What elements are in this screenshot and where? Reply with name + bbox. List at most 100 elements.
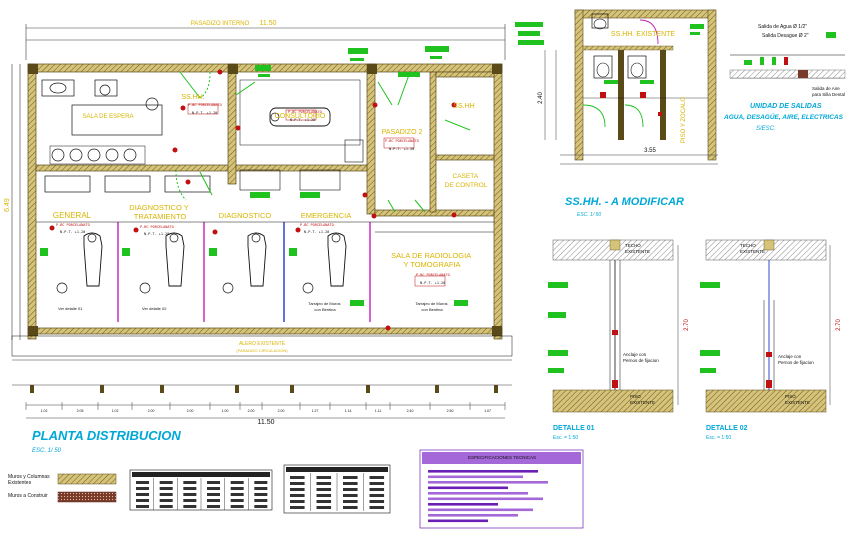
room-consultorio: CONSULTORIO [275,113,326,120]
dental-chair-4 [302,232,347,294]
tarrajeo-1-line1: Tarrajeo de Muros [308,301,340,306]
table-cell-bar [207,505,221,508]
dim-label: 1.02 [112,409,119,413]
bottom-corridor: ALERO EXISTENTE (PASADIZO CIRCULACION) [11,335,513,386]
ver-detalle-2: Ver detalle 02 [142,306,167,311]
detail-01-piso-line1: PISO [630,394,641,399]
level-note-3: N.P.T. +1.20 [389,147,414,151]
room-diagnostico-line1: DIAGNOSTICO Y [129,203,188,212]
legend-existing-swatch [57,473,117,485]
room-caseta-line2: DE CONTROL [445,182,488,189]
detail-01-anclaje-line2: Pernos de fijacion [623,358,659,363]
green-tags [40,46,468,306]
room-radiologia-line1: SALA DE RADIOLOGIA [391,251,471,260]
detail-02-anclaje-line1: Anclaje con [778,354,802,359]
salida-aire-line1: Salida de Aire [812,86,840,91]
legend-existing-line1: Muros y Columnas [8,474,50,480]
table-cell-bar [207,481,221,484]
dental-chairs [56,232,347,294]
consultorio-furniture [239,79,364,191]
table-cell-bar [316,482,332,485]
salidas-detail: Salida de Agua Ø 1/2" Salida Desague Ø 2… [723,24,846,132]
table-cell-bar [207,487,221,490]
spec-line-bar [428,492,528,495]
dim-label: 1.11 [375,409,382,413]
spec-line-bar [428,503,498,506]
table-cell-bar [254,499,268,502]
table-cell-bar [183,505,197,508]
dim-label: 2.00 [148,409,155,413]
room-general: GENERAL [53,211,92,220]
level-note-2: N.P.T. +1.20 [290,118,315,122]
floor-note-7: P.BC PORCELANATO [416,273,450,277]
specs-box: ESPECIFICACIONES TECNICAS [419,449,584,529]
table-cell-bar [343,500,358,503]
table-cell-bar [159,487,173,490]
table-cell-bar [230,487,244,490]
tarrajeo-1-line2: con Bentina [314,307,336,312]
detail-02-piso-line2: EXISTENTE [785,400,810,405]
detail-02-techo-line1: TECHO [740,243,756,248]
level-note-4: N.P.T. +1.20 [60,230,85,234]
table-cell-bar [183,499,197,502]
detail-02-techo-line2: EXISTENTE [740,249,765,254]
detail-01-anclaje-line1: Anclaje con [623,352,647,357]
table-cell-bar [183,493,197,496]
table-cell-bar [136,505,150,508]
sshh-left-dim: 2.40 [538,92,544,104]
detail-01-title: DETALLE 01 [553,425,595,432]
detail-02-anclaje: Anclaje con Pernos de fijacion [778,354,814,365]
floor-note-6: P.BC PORCELANATO [300,223,334,227]
salida-aire-line2: para Silla Dental [812,92,845,97]
detail-01-piso-line2: EXISTENTE [630,400,655,405]
table-cell-bar [159,505,173,508]
table-cell-bar [290,476,305,479]
floor-note-5: P.BC PORCELANATO [140,225,174,229]
tarrajeo-1: Tarrajeo de Muros con Bentina [308,301,341,312]
floor-notes: P.BC PORCELANATO N.P.T. +1.20 P.BC PORCE… [56,103,450,312]
dental-chair-1 [56,232,103,294]
sshh-plan: SS.HH. EXISTENTE PISO Y ZOCALO 2.40 3.55… [515,9,718,218]
level-note-1: N.P.T. +1.20 [192,111,217,115]
floor-note-1: P.BC PORCELANATO [188,103,222,107]
room-notes [187,103,446,287]
table-cell-bar [316,494,332,497]
plan-scale: ESC. 1/ 50 [32,448,62,454]
level-note-5: N.P.T. +1.20 [144,232,169,236]
salidas-title: UNIDAD DE SALIDAS [750,103,822,110]
sshh-bottom-dim: 3.55 [644,148,656,154]
room-emergencia: EMERGENCIA [301,211,351,220]
table-cell-bar [316,500,332,503]
dim-label: 2.50 [447,409,454,413]
plan-title: PLANTA DISTRIBUCION [32,428,181,443]
table-cell-bar [230,505,244,508]
table-cell-bar [159,499,173,502]
table-cell-bar [254,481,268,484]
legend-new-swatch [57,491,117,503]
table-cell-bar [369,476,385,479]
table-cell-bar [290,482,305,485]
room-labels: SS.HH. SALA DE ESPERA CONSULTORIO PASADI… [53,94,488,269]
bottom-total-dim: 11.50 [258,419,275,426]
floor-plan: 11.50 PASADIZO INTERNO 6.49 [4,20,513,454]
salidas-subtitle: AGUA, DESAGÜE, AIRE, ELECTRICAS [723,112,844,121]
columns [28,64,502,336]
detail-02-scale: Esc. = 1:50 [706,435,731,441]
detail-01-dim: 2.70 [684,319,690,331]
top-corridor-label: PASADIZO INTERNO [191,21,250,27]
dim-label: 1.14 [345,409,352,413]
room-caseta-line1: CASETA [453,173,479,180]
dim-label: 1.02 [41,409,48,413]
table-cell-bar [316,506,332,509]
dim-label: 2.05 [77,409,84,413]
room-radiologia-line2: Y TOMOGRAFIA [403,260,460,269]
table-cell-bar [290,494,305,497]
table-cell-bar [136,499,150,502]
spec-line-bar [428,475,523,479]
table-cell-bar [230,493,244,496]
legend: Muros y Columnas Existentes Muros a Cons… [8,473,117,503]
table-header-bar [132,472,270,477]
table-cell-bar [183,487,197,490]
table-cell-bar [290,506,305,509]
